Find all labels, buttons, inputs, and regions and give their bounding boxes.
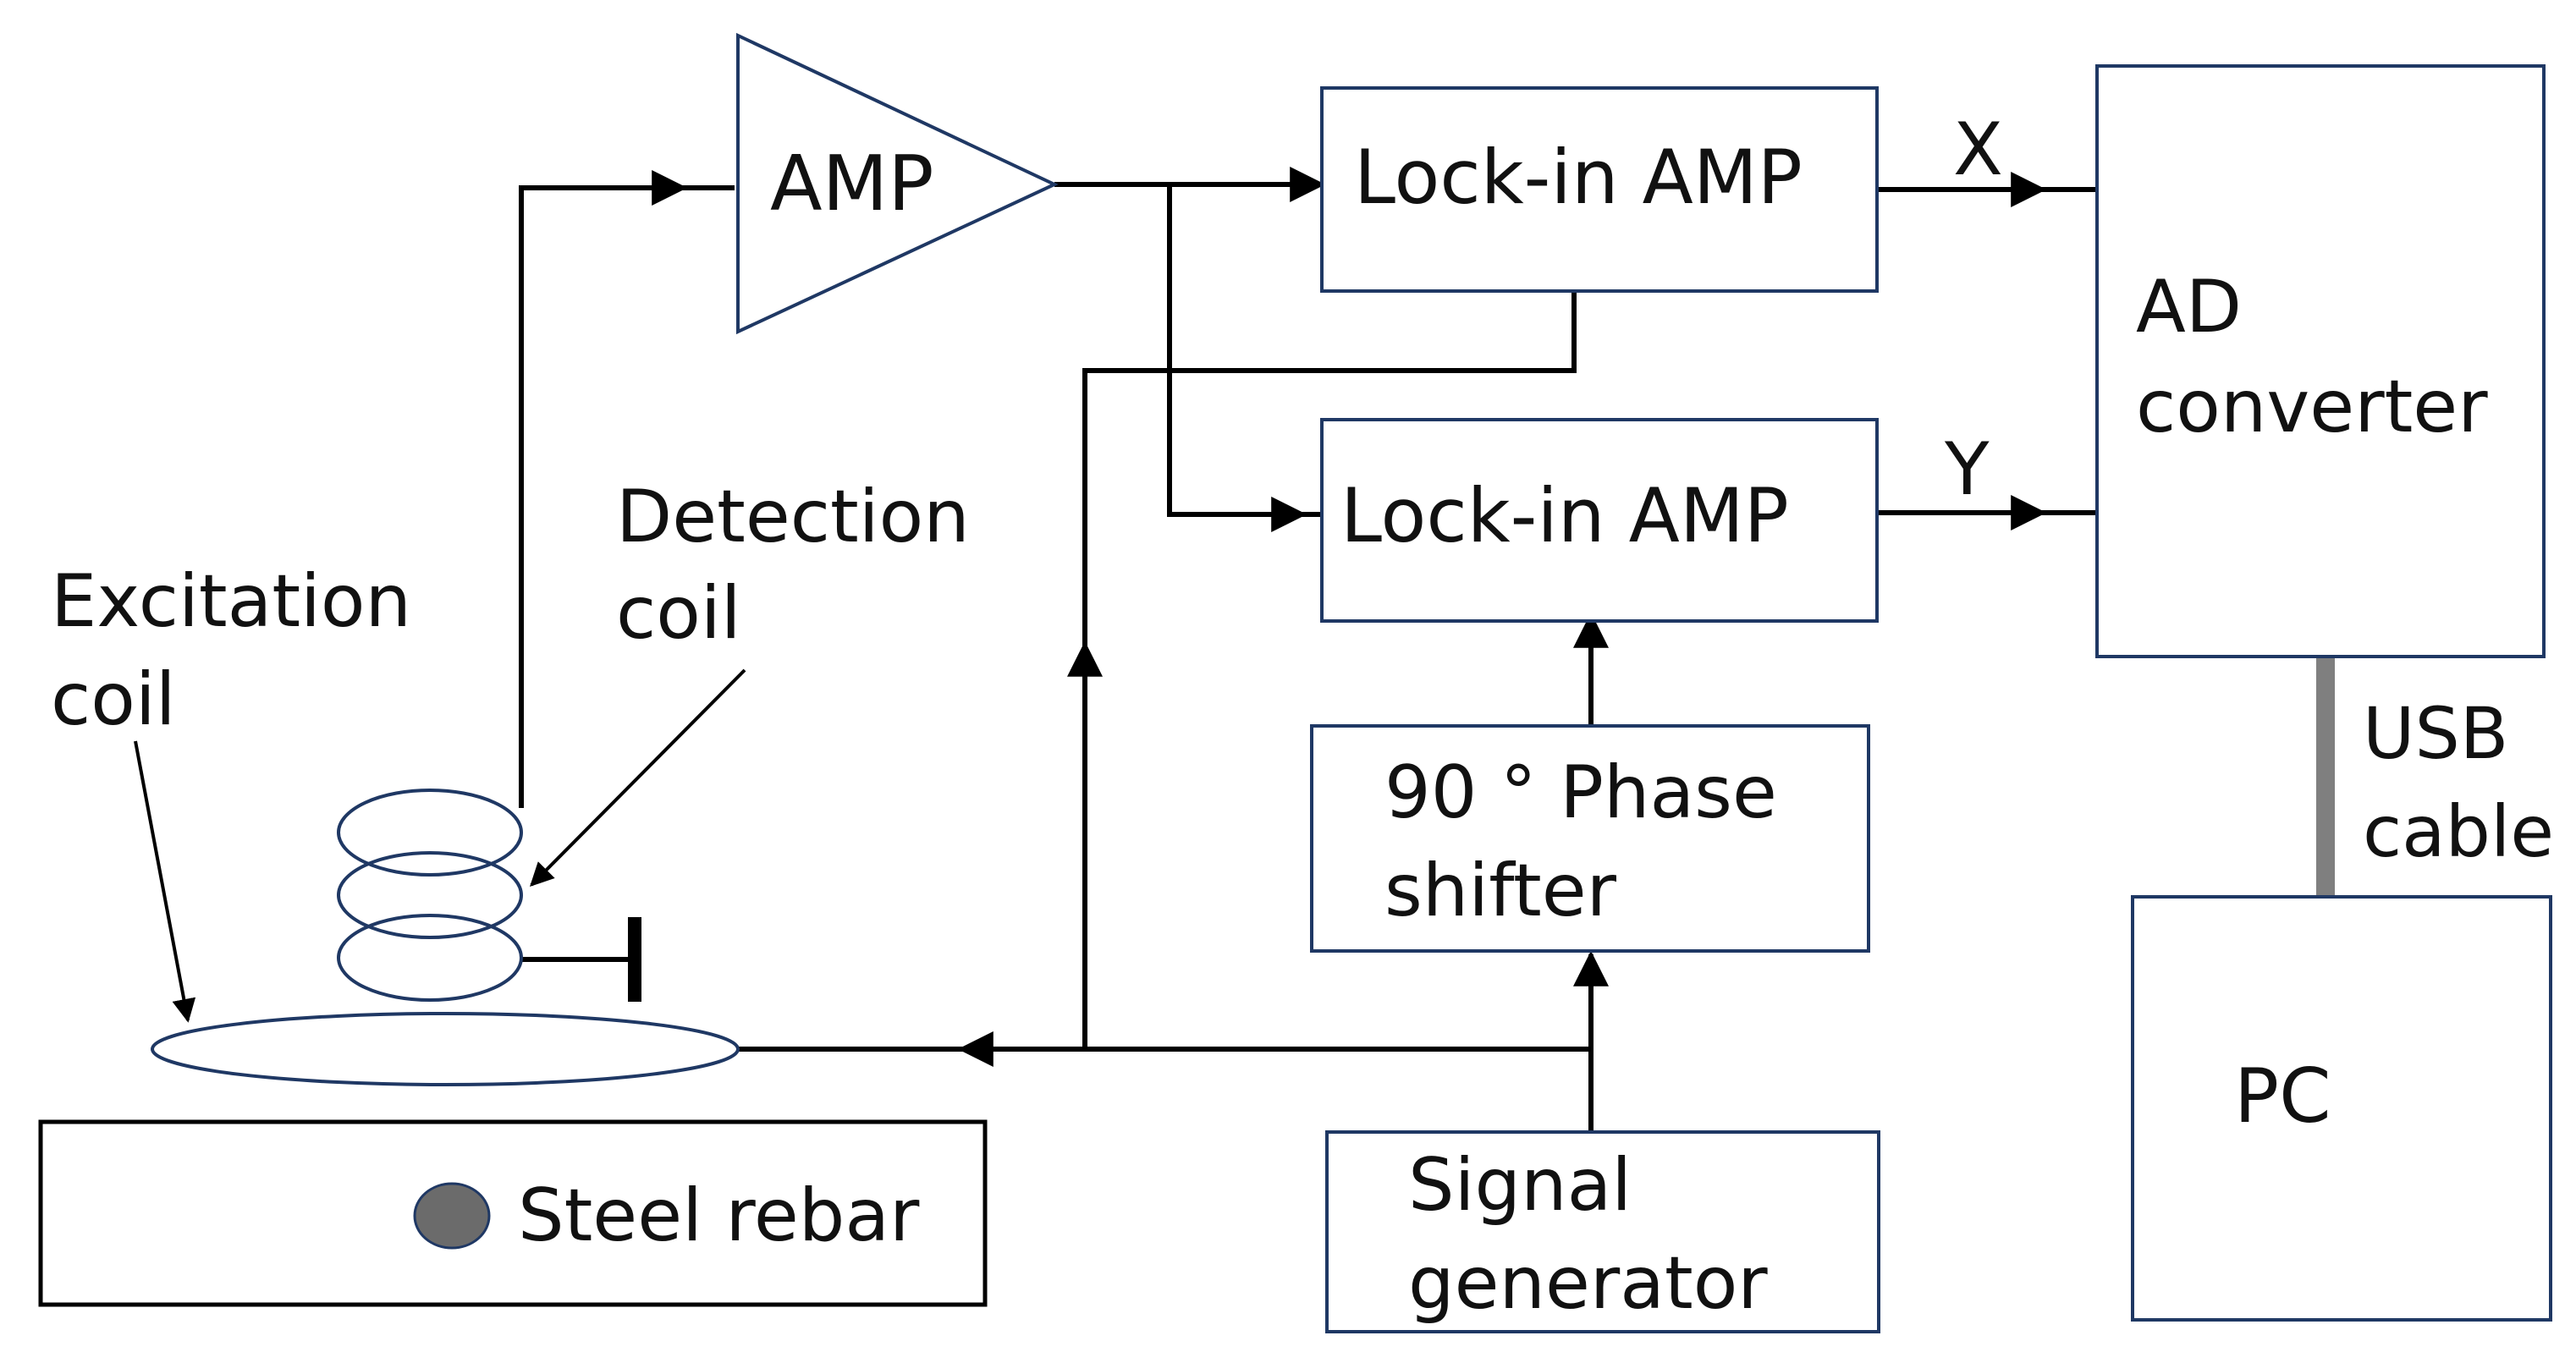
detection-coil-label-line2: coil [616,571,741,656]
pc-label: PC [2234,1052,2331,1140]
steel-rebar-icon [413,1182,491,1250]
excitation-coil-label-line2: coil [51,657,176,742]
ad-converter-box [2095,64,2546,658]
pc-box [2131,895,2552,1322]
lockin-y-label: Lock-in AMP [1340,472,1789,559]
detection-coil-label-line1: Detection [616,475,970,559]
detection-coil-pointer [530,668,746,887]
usb-cable-label-line2: cable [2363,790,2554,873]
lockin-x-label: Lock-in AMP [1354,134,1803,221]
wire-generator-to-excitation [738,1047,1593,1132]
usb-cable-label-line1: USB [2363,692,2508,775]
signal-x-label: X [1953,107,2003,192]
excitation-coil-pointer [134,740,196,1023]
wires [519,167,2097,1132]
phase-shifter-label-line1: 90 ° Phase [1384,750,1777,835]
amp-label: AMP [770,140,934,228]
wire-branch-to-lockin-y [1167,184,1303,517]
ad-converter-label-line1: AD [2136,265,2242,349]
signal-y-label: Y [1944,427,1990,512]
signal-generator-box [1325,1130,1880,1333]
excitation-coil-label-line1: Excitation [51,559,411,644]
phase-shifter-label-line2: shifter [1384,849,1617,933]
concrete-block [38,1119,988,1307]
ad-converter-label-line2: converter [2136,365,2488,449]
detection-coil [337,789,523,1002]
signal-generator-label-line2: generator [1408,1241,1768,1326]
steel-rebar-label: Steel rebar [518,1173,920,1258]
signal-generator-label-line1: Signal [1408,1143,1632,1228]
phase-shifter-box [1310,724,1870,953]
lockin-y-box [1320,418,1879,623]
amp-triangle [736,32,1059,335]
lockin-x-box [1320,86,1879,293]
excitation-coil [151,1012,740,1086]
